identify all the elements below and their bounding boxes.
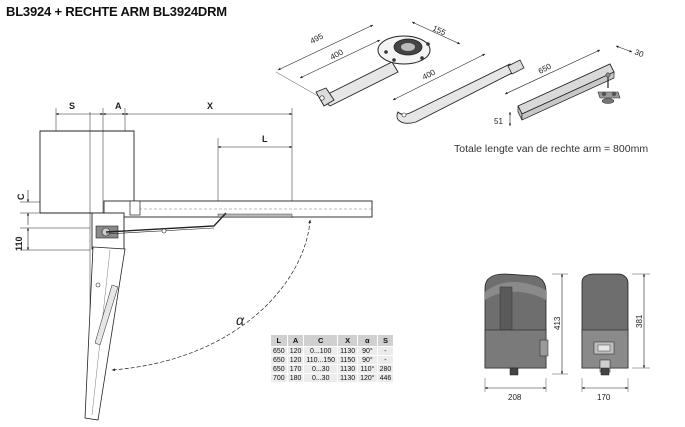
table-cell: 1150 (337, 355, 359, 365)
table-cell: 1130 (337, 373, 359, 383)
dim-c: C (16, 190, 30, 225)
alpha-label: α (236, 312, 245, 328)
motor-side-view: 413 208 (484, 273, 568, 402)
page-title: BL3924 + RECHTE ARM BL3924DRM (6, 4, 227, 19)
gate-leaf-open (84, 246, 126, 421)
arm-parts-isometric: 495 400 155 400 650 (275, 21, 645, 127)
table-cell: - (376, 355, 395, 365)
table-cell: 650 (270, 355, 288, 365)
table-header: L (270, 334, 288, 347)
dim-a: A (102, 101, 126, 116)
dim-110-label: 110 (14, 236, 24, 251)
table-row: 650 120 0...100 1130 90° - (270, 346, 395, 356)
table-header-row: L A C X α S (270, 334, 395, 347)
dim-l-label: L (262, 134, 268, 144)
table-cell: 120 (286, 355, 305, 365)
dim-x-label: X (207, 101, 213, 111)
table-cell: 90° (357, 355, 378, 365)
dim-381-label: 381 (635, 314, 644, 328)
straight-arm-part (315, 61, 399, 107)
table-cell: 180 (286, 373, 305, 383)
table-header: α (357, 334, 378, 347)
dim-x: X (124, 101, 293, 116)
table-cell: - (376, 346, 395, 356)
table-cell: 1130 (337, 346, 359, 356)
table-cell: 1130 (337, 364, 359, 374)
table-header: C (303, 334, 339, 347)
dim-l: L (217, 134, 293, 149)
table-cell: 120° (357, 373, 378, 383)
table-cell: 0...30 (303, 373, 339, 383)
dim-400-curved-label: 400 (421, 67, 437, 81)
table-cell: 110° (357, 364, 378, 374)
dim-c-label: C (16, 193, 26, 200)
table-row: 650 170 0...30 1130 110° 280 (270, 364, 395, 374)
table-cell: 446 (376, 373, 395, 383)
table-header: A (286, 334, 305, 347)
swing-arc (111, 219, 312, 372)
dim-a-label: A (115, 101, 122, 111)
table-cell: 700 (270, 373, 288, 383)
table-cell: 120 (286, 346, 305, 356)
dim-30: 30 (615, 45, 645, 60)
dim-30-label: 30 (633, 48, 645, 60)
dim-208-label: 208 (508, 393, 522, 402)
table-cell: 650 (270, 364, 288, 374)
dim-155-label: 155 (431, 24, 447, 38)
table-cell: 0...30 (303, 364, 339, 374)
dim-400-arm-label: 400 (329, 47, 345, 61)
table-cell: 90° (357, 346, 378, 356)
dim-495-label: 495 (309, 31, 325, 45)
table-header: X (337, 334, 359, 347)
dim-s: S (55, 101, 104, 116)
dim-170-label: 170 (597, 393, 611, 402)
table-cell: 0...100 (303, 346, 339, 356)
dim-650-label: 650 (537, 61, 553, 75)
table-cell: 170 (286, 364, 305, 374)
table-header: S (376, 334, 395, 347)
dim-s-label: S (69, 101, 75, 111)
table-row: 650 120 110...150 1150 90° - (270, 355, 395, 365)
dim-51-label: 51 (494, 117, 503, 126)
dim-51: 51 (494, 111, 512, 127)
dim-413-label: 413 (553, 316, 562, 330)
table-cell: 280 (376, 364, 395, 374)
motor-front-view: 381 170 (581, 273, 650, 402)
curved-arm-part (396, 59, 525, 124)
gear-bracket-part (377, 35, 431, 65)
arm-length-note: Totale lengte van de rechte arm = 800mm (454, 143, 649, 155)
table-cell: 110...150 (303, 355, 339, 365)
dim-110: 110 (14, 227, 30, 251)
table-row: 700 180 0...30 1130 120° 446 (270, 373, 395, 383)
bolt-nut-hardware (597, 72, 621, 104)
table-cell: 650 (270, 346, 288, 356)
plan-view: S A X L C 110 (14, 101, 373, 421)
dimension-table: L A C X α S 650 120 0...100 1130 90° - 6… (270, 334, 395, 383)
